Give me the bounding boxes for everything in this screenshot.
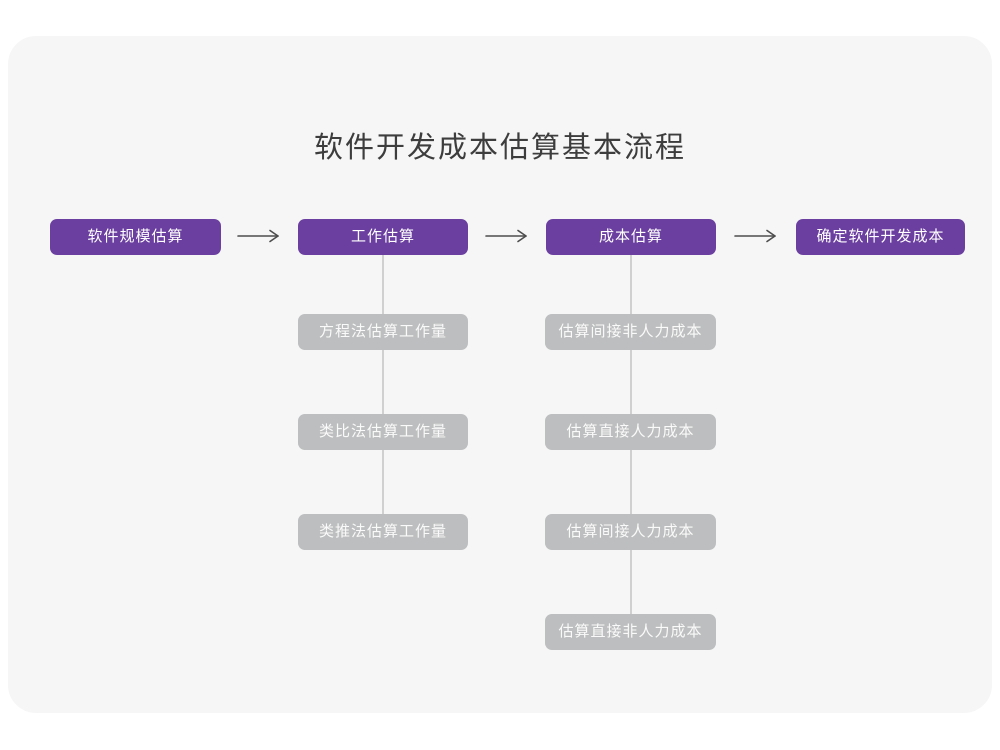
flow-node-work-estimation: 工作估算: [298, 219, 468, 255]
diagram-title: 软件开发成本估算基本流程: [313, 132, 686, 164]
sub-node-direct-labor-cost: 估算直接人力成本: [545, 414, 716, 450]
diagram-card: 软件开发成本估算基本流程 软件规模估算 工作估算 成本估算 确定软件开发成本 方…: [8, 36, 992, 713]
arrow-right-icon: [734, 229, 776, 243]
sub-node-extrapolation-method: 类推法估算工作量: [298, 514, 468, 550]
flow-node-software-scale-estimation: 软件规模估算: [50, 219, 221, 255]
sub-node-analogy-method: 类比法估算工作量: [298, 414, 468, 450]
arrow-right-icon: [485, 229, 527, 243]
sub-node-equation-method: 方程法估算工作量: [298, 314, 468, 350]
arrow-right-icon: [237, 229, 279, 243]
sub-node-indirect-labor-cost: 估算间接人力成本: [545, 514, 716, 550]
sub-node-direct-non-labor-cost: 估算直接非人力成本: [545, 614, 716, 650]
connector-line-work-column: [382, 255, 384, 514]
flow-node-cost-estimation: 成本估算: [546, 219, 716, 255]
sub-node-indirect-non-labor-cost: 估算间接非人力成本: [545, 314, 716, 350]
flow-node-determine-development-cost: 确定软件开发成本: [796, 219, 965, 255]
